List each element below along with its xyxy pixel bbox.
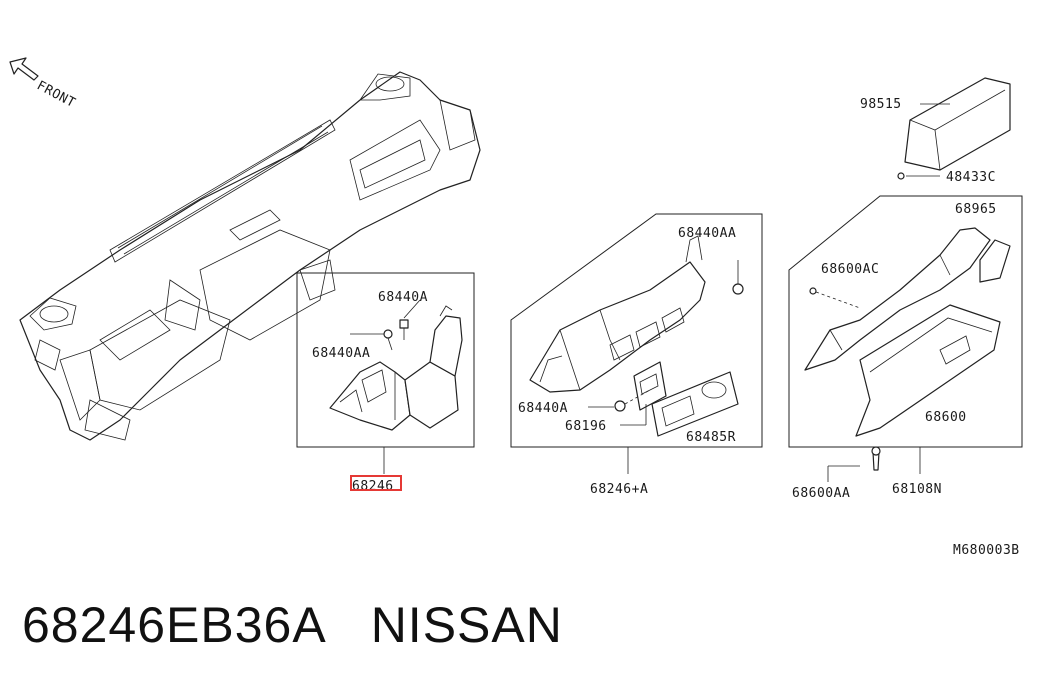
label-48433c: 48433C xyxy=(946,170,996,185)
highlight-box xyxy=(350,475,402,491)
label-68440a-left: 68440A xyxy=(378,290,428,305)
caption-brand: NISSAN xyxy=(370,597,563,653)
cluster-lid-drawing xyxy=(529,235,706,393)
label-68196: 68196 xyxy=(565,419,607,434)
label-68485r: 68485R xyxy=(686,430,736,445)
caption-part-number: 68246EB36A xyxy=(22,597,327,653)
label-98515: 98515 xyxy=(860,97,902,112)
figure-code: M680003B xyxy=(953,543,1020,558)
label-68108n: 68108N xyxy=(892,482,942,497)
part-caption: 68246EB36A NISSAN xyxy=(22,596,563,654)
glove-box-frame-drawing xyxy=(804,227,1011,371)
airbag-module-drawing xyxy=(897,77,1011,180)
switch-68196 xyxy=(633,361,667,411)
box-68246 xyxy=(296,272,475,448)
screw-68440a-mid xyxy=(614,389,651,412)
label-68600aa: 68600AA xyxy=(792,486,850,501)
label-68965: 68965 xyxy=(955,202,997,217)
label-68600: 68600 xyxy=(925,410,967,425)
screw-68600aa xyxy=(871,446,881,471)
label-68246a: 68246+A xyxy=(590,482,648,497)
lower-cover-drawing xyxy=(329,305,463,431)
glove-box-lid-68600 xyxy=(855,304,1001,437)
screw-68440aa-left xyxy=(383,329,393,351)
screw-68440aa-mid xyxy=(732,260,744,295)
finisher-68485r xyxy=(651,371,739,437)
box-68108n xyxy=(788,195,1023,448)
front-arrow-icon xyxy=(9,57,39,81)
label-68600ac: 68600AC xyxy=(821,262,879,277)
label-68440aa-mid: 68440AA xyxy=(678,226,736,241)
front-label: FRONT xyxy=(34,78,78,111)
instrument-panel-drawing xyxy=(19,71,481,441)
label-68246: 68246 xyxy=(352,479,394,494)
label-68440a-mid: 68440A xyxy=(518,401,568,416)
box-68246a xyxy=(510,213,763,448)
screw-68600ac xyxy=(809,287,861,309)
label-68440aa-left: 68440AA xyxy=(312,346,370,361)
clip-68440a-left xyxy=(399,319,409,340)
